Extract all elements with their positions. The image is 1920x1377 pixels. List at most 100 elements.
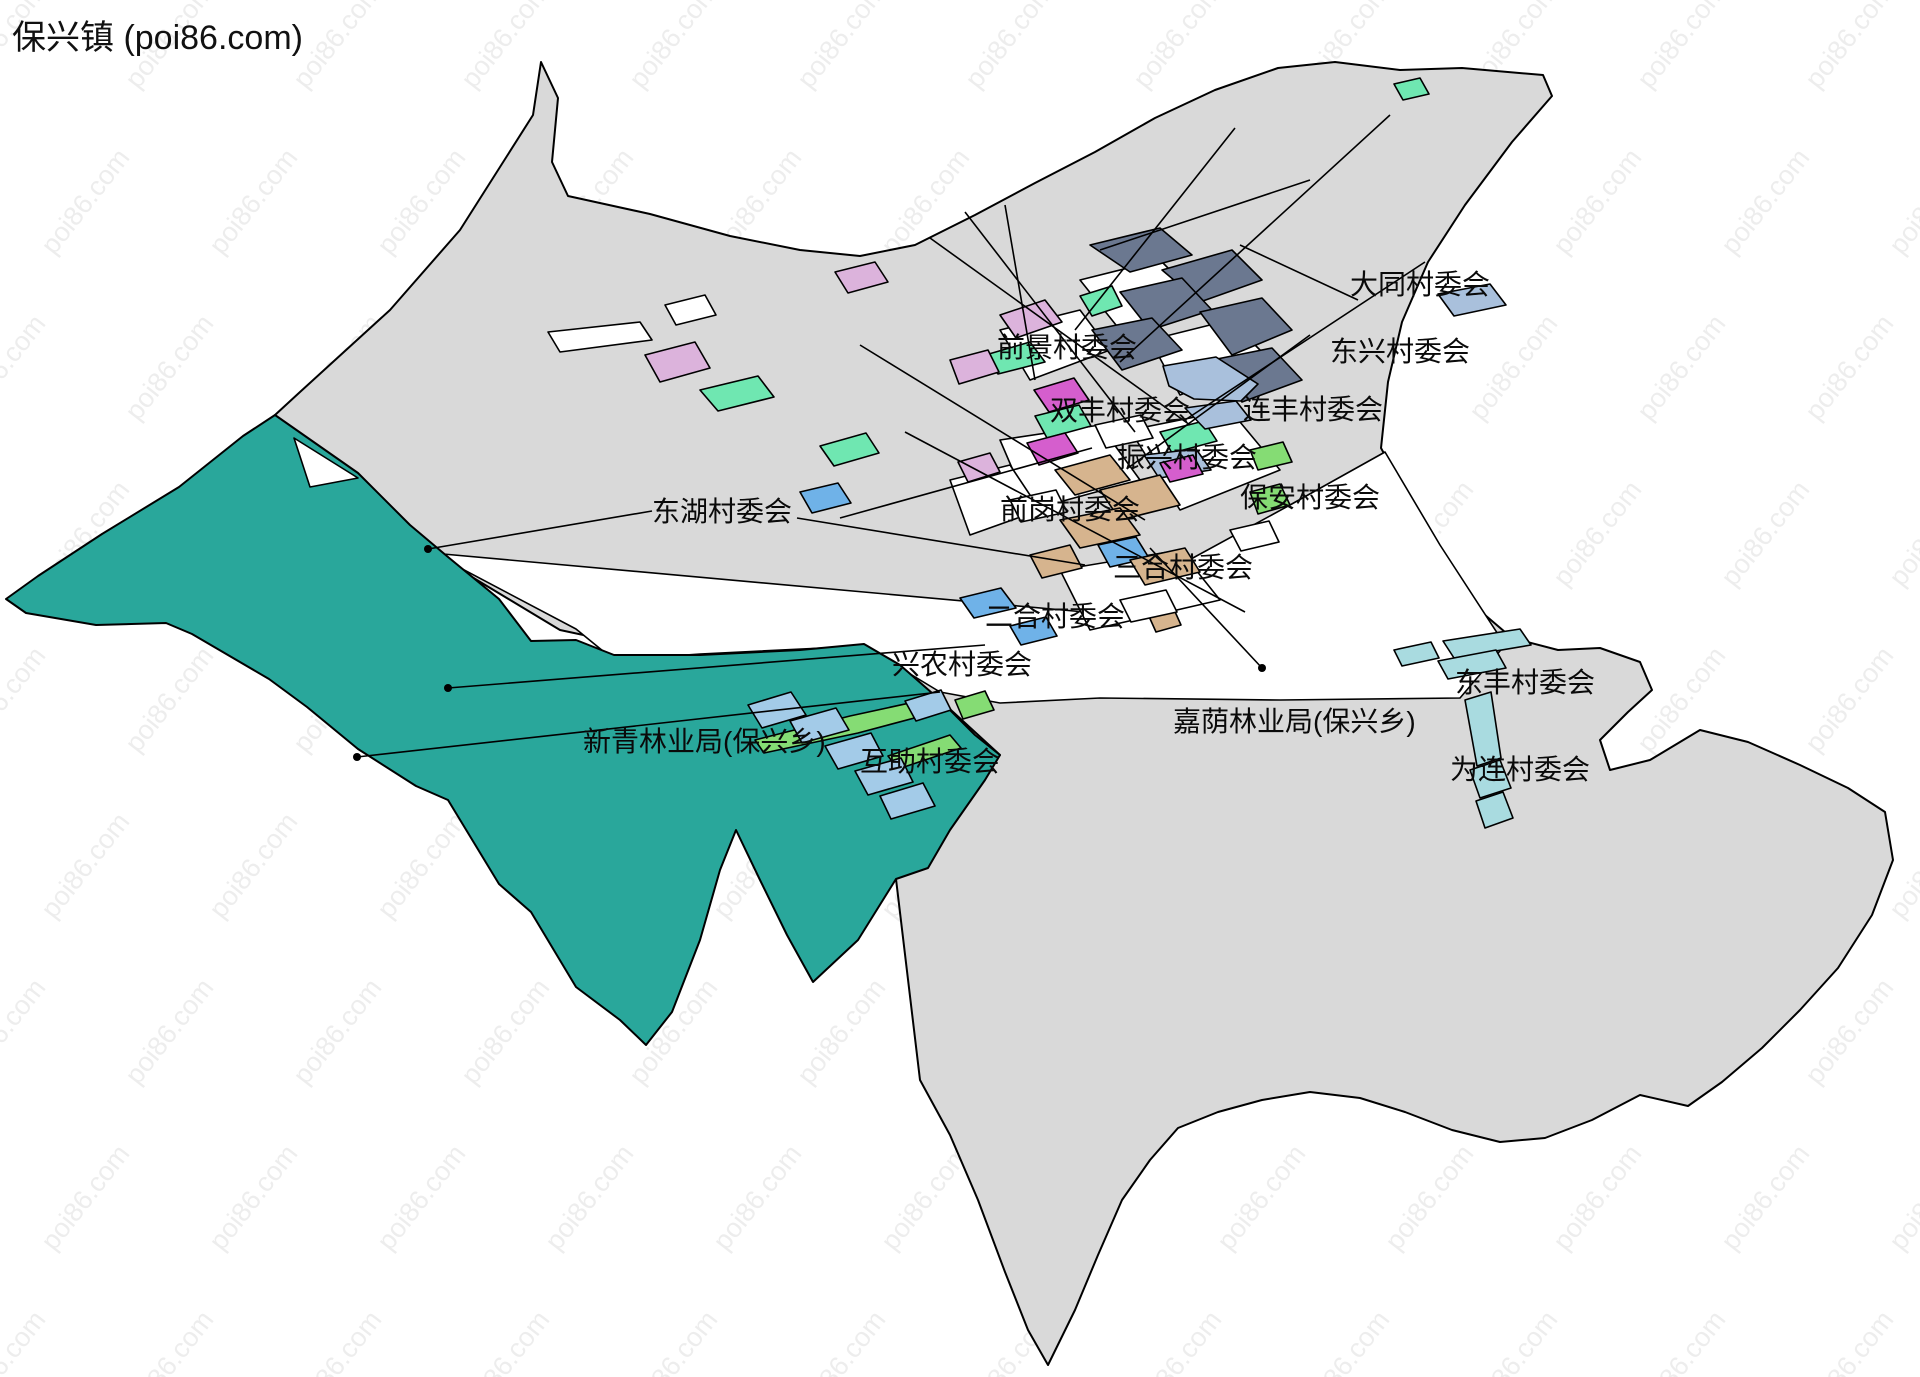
watermark-text: poi86.com xyxy=(0,641,51,758)
leader-line xyxy=(859,344,1146,521)
watermark-text: poi86.com xyxy=(119,1305,219,1377)
leader-line xyxy=(427,510,653,550)
village-parcel xyxy=(1129,547,1201,586)
leader-line xyxy=(447,644,986,689)
watermark-text: poi86.com xyxy=(0,309,51,426)
watermark-text: poi86.com xyxy=(791,973,891,1090)
village-parcel xyxy=(1159,454,1204,483)
watermark-text: poi86.com xyxy=(35,143,135,260)
leader-line xyxy=(839,447,1093,519)
watermark-text: poi86.com xyxy=(1799,641,1899,758)
village-parcel xyxy=(957,452,1001,483)
village-parcel xyxy=(949,349,1000,385)
map-label-sanhe: 三合村委会 xyxy=(1113,552,1253,583)
watermark-text: poi86.com xyxy=(287,973,387,1090)
village-parcel xyxy=(1437,649,1507,680)
map-label-dongfeng: 东丰村委会 xyxy=(1455,667,1595,698)
village-parcel xyxy=(959,587,1017,619)
watermark-text: poi86.com xyxy=(119,309,219,426)
watermark-text: poi86.com xyxy=(455,973,555,1090)
white-patch xyxy=(664,294,717,326)
watermark-text: poi86.com xyxy=(623,0,723,94)
village-parcel xyxy=(789,707,850,744)
leader-dot xyxy=(444,684,452,692)
village-parcel xyxy=(819,432,880,467)
watermark-text: poi86.com xyxy=(791,1305,891,1377)
village-parcel xyxy=(954,690,995,720)
village-parcel xyxy=(879,782,936,820)
village-parcel xyxy=(1393,77,1430,101)
village-parcel xyxy=(699,375,775,412)
village-parcel xyxy=(644,341,711,383)
watermark-text: poi86.com xyxy=(1631,309,1731,426)
leader-line xyxy=(904,431,1246,613)
watermark-text: poi86.com xyxy=(1295,1305,1395,1377)
white-patch xyxy=(547,321,653,353)
map-label-xingnong: 兴农村委会 xyxy=(892,649,1032,680)
watermark-text: poi86.com xyxy=(959,0,1059,94)
village-parcel xyxy=(1119,589,1178,623)
village-parcel xyxy=(1059,507,1141,549)
leader-line xyxy=(1074,127,1236,331)
map-label-lianfeng: 连丰村委会 xyxy=(1243,394,1383,425)
village-parcel xyxy=(1034,404,1092,439)
watermark-text: poi86.com xyxy=(707,1139,807,1256)
leader-dot xyxy=(1258,664,1266,672)
village-parcel xyxy=(1079,285,1123,317)
village-parcel xyxy=(1229,520,1280,552)
watermark-text: poi86.com xyxy=(371,1139,471,1256)
village-parcel xyxy=(854,757,914,796)
village-parcel xyxy=(1009,489,1068,523)
village-parcel xyxy=(1442,628,1532,659)
leader-line xyxy=(356,691,941,758)
watermark-text: poi86.com xyxy=(1463,309,1563,426)
watermark-text: poi86.com xyxy=(1715,1139,1815,1256)
watermark-text: poi86.com xyxy=(1799,0,1899,94)
watermark-text: poi86.com xyxy=(791,0,891,94)
map-label-baoan: 保安村委会 xyxy=(1240,482,1380,513)
village-parcel xyxy=(1464,691,1502,767)
leader-line xyxy=(964,211,1136,433)
leader-dot xyxy=(424,545,432,553)
watermark-text: poi86.com xyxy=(1463,1305,1563,1377)
leader-line xyxy=(929,237,1191,426)
village-parcel xyxy=(999,299,1063,339)
watermark-text: poi86.com xyxy=(1715,143,1815,260)
watermark-text: poi86.com xyxy=(539,1139,639,1256)
watermark-text: poi86.com xyxy=(1127,0,1227,94)
village-parcel xyxy=(1033,377,1090,413)
map-label-datong: 大同村委会 xyxy=(1350,269,1490,300)
map-label-donghu: 东湖村委会 xyxy=(652,496,792,527)
leader-line xyxy=(1099,179,1311,251)
watermark-text: poi86.com xyxy=(287,1305,387,1377)
watermark-text: poi86.com xyxy=(1883,143,1920,260)
village-parcel xyxy=(1029,544,1083,579)
watermark-text: poi86.com xyxy=(1379,1139,1479,1256)
map-labels-layer: 大同村委会前景村委会东兴村委会双丰村委会连丰村委会振兴村委会保安村委会东湖村委会… xyxy=(583,269,1595,785)
main-landmass xyxy=(274,61,1894,1366)
village-parcel xyxy=(1094,414,1154,449)
village-parcel xyxy=(1199,297,1293,356)
watermark-text: poi86.com xyxy=(119,973,219,1090)
village-parcel xyxy=(1393,641,1440,667)
village-parcel xyxy=(1469,759,1512,799)
village-parcel xyxy=(1184,400,1252,430)
white-notch xyxy=(293,437,359,488)
map-label-zhenxing: 振兴村委会 xyxy=(1117,442,1257,473)
map-label-xinqing: 新青林业局(保兴乡) xyxy=(583,726,826,757)
watermark-text: poi86.com xyxy=(1547,475,1647,592)
watermark-text: poi86.com xyxy=(623,1305,723,1377)
village-parcel xyxy=(1249,483,1291,515)
map-label-weilian: 为连村委会 xyxy=(1450,754,1590,785)
watermark-text: poi86.com xyxy=(203,1139,303,1256)
village-parcel xyxy=(1089,227,1193,273)
watermark-text: poi86.com xyxy=(1547,1139,1647,1256)
map-label-erhe: 二合村委会 xyxy=(985,601,1125,632)
map-label-qiangang: 前岗村委会 xyxy=(1000,494,1140,525)
watermark-text: poi86.com xyxy=(0,973,51,1090)
watermark-text: poi86.com xyxy=(119,641,219,758)
forestry-tract xyxy=(5,414,1001,1046)
watermark-text: poi86.com xyxy=(1715,475,1815,592)
leader-line xyxy=(1184,261,1426,421)
